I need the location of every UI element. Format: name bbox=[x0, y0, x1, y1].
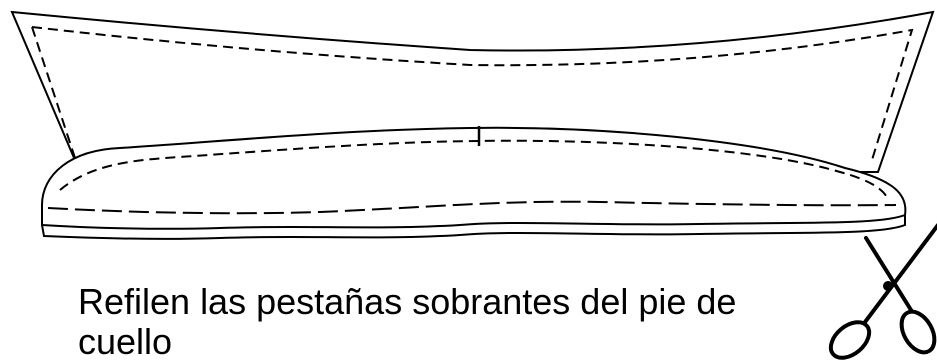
collar-stand-bottom-edge bbox=[41, 215, 906, 240]
collar-stand-stitch-lower bbox=[47, 200, 897, 215]
collar-stand bbox=[41, 126, 907, 240]
collar-piece bbox=[10, 10, 935, 173]
collar-stand-stitch-upper bbox=[59, 139, 889, 201]
collar-stitch-line bbox=[31, 26, 914, 161]
scissors-icon bbox=[828, 223, 937, 360]
collar-outline bbox=[10, 10, 935, 173]
instruction-caption: Refilen las pestañas sobrantes del pie d… bbox=[78, 281, 737, 362]
